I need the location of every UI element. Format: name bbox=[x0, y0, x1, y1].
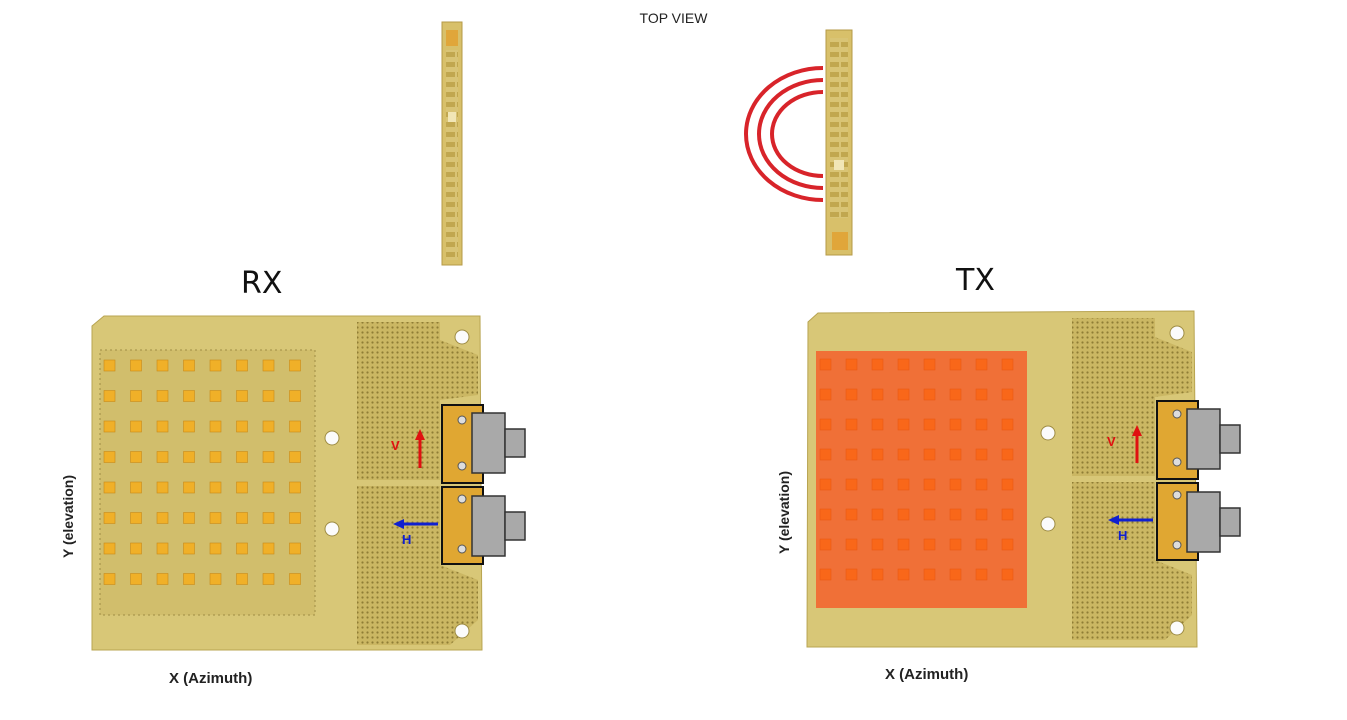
tx-connector-h bbox=[1156, 482, 1241, 561]
rx-patch bbox=[156, 481, 169, 494]
rx-v-label: V bbox=[391, 438, 400, 453]
rx-patch bbox=[236, 359, 248, 372]
rx-patch bbox=[236, 390, 248, 402]
rx-patch bbox=[183, 542, 195, 555]
rx-patch bbox=[262, 359, 275, 372]
rx-patch-array bbox=[103, 359, 301, 585]
rx-patch bbox=[103, 481, 116, 494]
rx-patch bbox=[209, 420, 222, 433]
rx-patch bbox=[156, 390, 169, 402]
rx-patch bbox=[289, 573, 301, 585]
rx-patch bbox=[262, 542, 275, 555]
rx-patch bbox=[183, 512, 195, 524]
rx-patch bbox=[289, 542, 301, 555]
rx-v-arrow bbox=[415, 429, 425, 468]
rx-patch bbox=[209, 542, 222, 555]
rx-board bbox=[91, 315, 483, 651]
rx-patch bbox=[262, 481, 275, 494]
rx-patch bbox=[289, 390, 301, 402]
tx-connector-v bbox=[1156, 400, 1241, 480]
rx-y-axis-label: Y (elevation) bbox=[60, 475, 76, 558]
rx-patch bbox=[156, 359, 169, 372]
rx-h-label: H bbox=[402, 532, 412, 547]
rx-patch bbox=[262, 390, 275, 402]
rx-x-axis-label: X (Azimuth) bbox=[169, 670, 253, 687]
rx-patch bbox=[209, 359, 222, 372]
rx-side-view bbox=[441, 21, 463, 266]
rx-patch bbox=[103, 512, 116, 524]
rx-label: RX bbox=[241, 266, 283, 301]
rx-patch bbox=[103, 390, 116, 402]
rx-patch bbox=[209, 573, 222, 585]
tx-v-label: V bbox=[1107, 434, 1116, 449]
rx-patch bbox=[236, 512, 248, 524]
rx-patch bbox=[103, 420, 116, 433]
tx-radiating-overlay bbox=[816, 351, 1027, 608]
rx-patch bbox=[236, 420, 248, 433]
tx-label: TX bbox=[956, 263, 995, 298]
tx-h-label: H bbox=[1118, 528, 1128, 543]
rx-patch bbox=[183, 451, 195, 463]
top-view-title: TOP VIEW bbox=[639, 10, 708, 26]
tx-y-axis-label: Y (elevation) bbox=[776, 471, 792, 554]
rx-patch bbox=[130, 542, 142, 555]
rx-patch bbox=[183, 390, 195, 402]
rx-patch bbox=[262, 512, 275, 524]
rx-patch bbox=[183, 573, 195, 585]
tx-v-arrow bbox=[1132, 425, 1142, 463]
rx-patch bbox=[130, 512, 142, 524]
rx-patch bbox=[289, 420, 301, 433]
rx-patch bbox=[183, 359, 195, 372]
rx-connector-h bbox=[441, 486, 526, 565]
tx-side-view bbox=[825, 29, 853, 256]
rx-patch bbox=[103, 451, 116, 463]
rx-connector-v bbox=[441, 404, 526, 484]
rx-patch bbox=[262, 573, 275, 585]
rx-patch bbox=[262, 451, 275, 463]
rx-patch bbox=[262, 420, 275, 433]
rx-patch bbox=[130, 420, 142, 433]
rx-patch bbox=[209, 390, 222, 402]
rx-patch bbox=[103, 542, 116, 555]
tx-h-arrow bbox=[1108, 515, 1153, 525]
rx-patch bbox=[103, 359, 116, 372]
rx-patch bbox=[209, 481, 222, 494]
rx-patch bbox=[236, 481, 248, 494]
rx-patch bbox=[183, 420, 195, 433]
rx-patch bbox=[130, 359, 142, 372]
rx-patch bbox=[130, 573, 142, 585]
radiation-waves bbox=[744, 66, 824, 202]
rx-patch bbox=[156, 542, 169, 555]
rx-patch bbox=[289, 359, 301, 372]
rx-patch bbox=[236, 573, 248, 585]
rx-patch bbox=[236, 542, 248, 555]
rx-patch bbox=[130, 481, 142, 494]
rx-patch bbox=[289, 512, 301, 524]
tx-board bbox=[806, 310, 1198, 648]
rx-patch bbox=[156, 573, 169, 585]
rx-patch bbox=[289, 451, 301, 463]
rx-patch bbox=[156, 420, 169, 433]
rx-patch bbox=[103, 573, 116, 585]
rx-patch bbox=[209, 451, 222, 463]
rx-patch bbox=[130, 390, 142, 402]
tx-x-axis-label: X (Azimuth) bbox=[885, 666, 969, 683]
rx-patch bbox=[209, 512, 222, 524]
rx-patch bbox=[156, 451, 169, 463]
rx-patch bbox=[156, 512, 169, 524]
rx-h-arrow bbox=[393, 519, 438, 529]
rx-patch bbox=[289, 481, 301, 494]
rx-patch bbox=[236, 451, 248, 463]
rx-patch bbox=[183, 481, 195, 494]
rx-patch bbox=[130, 451, 142, 463]
